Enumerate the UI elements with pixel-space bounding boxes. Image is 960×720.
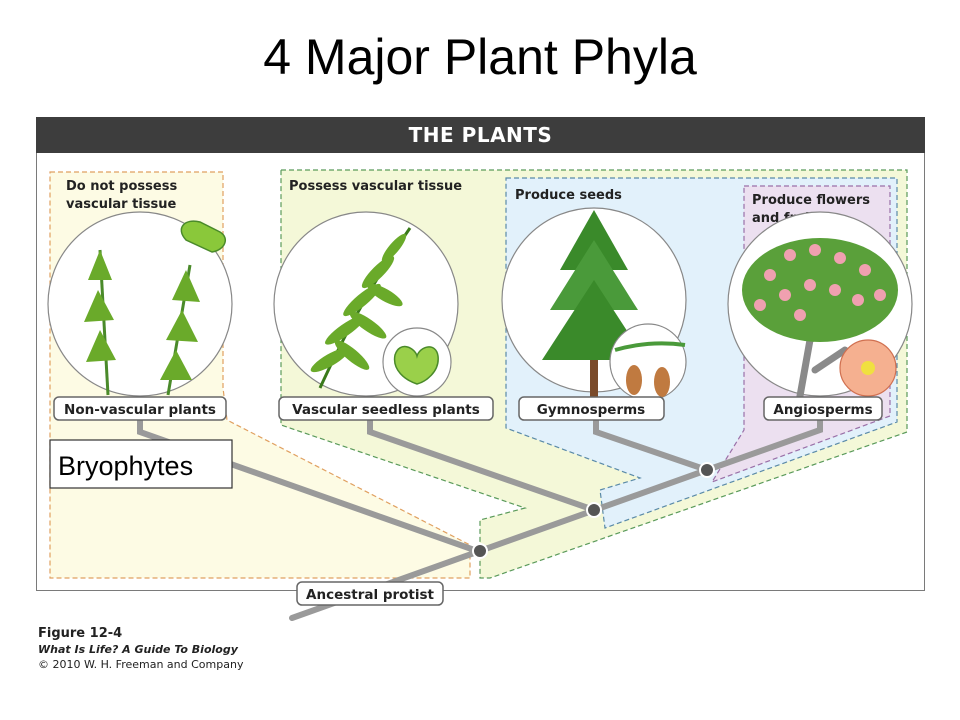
slide-title: 4 Major Plant Phyla bbox=[263, 29, 697, 85]
branch-gymnosperms bbox=[593, 415, 710, 473]
branch-vascular-seedless bbox=[367, 415, 597, 513]
bryophytes-callout: Bryophytes bbox=[49, 439, 233, 489]
group-label-text-vascular-seedless: Vascular seedless plants bbox=[292, 402, 480, 418]
node-3 bbox=[699, 462, 715, 478]
illustration-flowering-tree bbox=[727, 211, 913, 400]
caption-figure: Figure 12-4 bbox=[38, 626, 123, 641]
group-label-gymnosperms: Gymnosperms bbox=[518, 396, 665, 421]
region-label-seeds: Produce seeds bbox=[515, 188, 622, 203]
node-1 bbox=[472, 543, 488, 559]
illustration-moss bbox=[47, 211, 233, 397]
group-label-text-angiosperms: Angiosperms bbox=[773, 402, 872, 418]
caption-copyright: © 2010 W. H. Freeman and Company bbox=[38, 658, 244, 671]
header-bar: THE PLANTS bbox=[36, 117, 925, 153]
region-label-vascular: Possess vascular tissue bbox=[289, 179, 462, 194]
group-label-angiosperms: Angiosperms bbox=[763, 396, 883, 421]
group-label-text-nonvascular: Non-vascular plants bbox=[64, 402, 216, 418]
illustration-conifer bbox=[501, 207, 687, 401]
root-label: Ancestral protist bbox=[296, 581, 444, 606]
branch-nonvascular bbox=[137, 415, 483, 555]
caption-book: What Is Life? A Guide To Biology bbox=[38, 643, 238, 656]
group-label-vascular-seedless: Vascular seedless plants bbox=[278, 396, 494, 421]
illustration-fern bbox=[273, 211, 459, 397]
bryophytes-text: Bryophytes bbox=[58, 451, 193, 481]
group-label-text-gymnosperms: Gymnosperms bbox=[537, 402, 645, 418]
branch-angiosperms bbox=[704, 415, 823, 473]
figure-caption: Figure 12-4 What Is Life? A Guide To Bio… bbox=[38, 626, 243, 671]
node-2 bbox=[586, 502, 602, 518]
group-label-nonvascular: Non-vascular plants bbox=[53, 396, 227, 421]
root-label-text: Ancestral protist bbox=[306, 587, 435, 603]
